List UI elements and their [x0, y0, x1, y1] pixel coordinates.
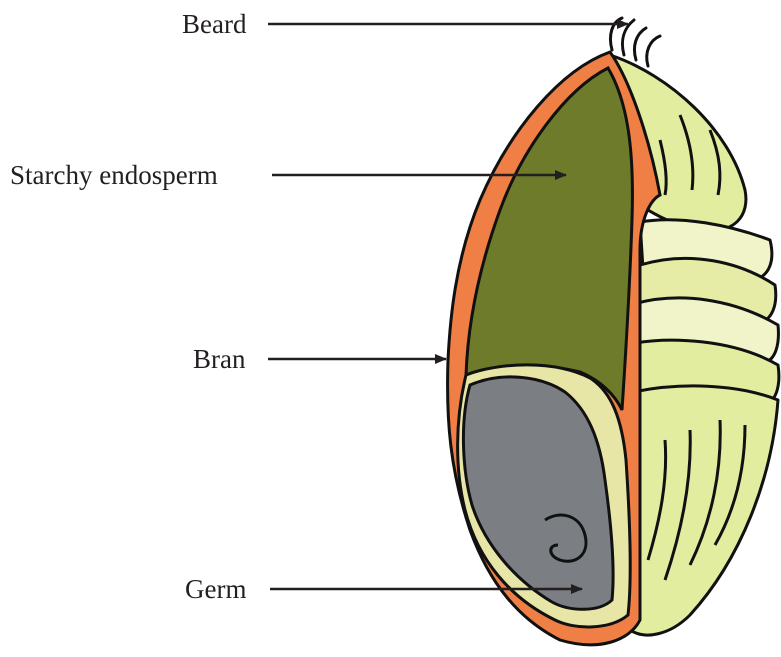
beard-label: Beard	[182, 11, 246, 38]
bran-label: Bran	[193, 346, 245, 373]
endosperm-region	[466, 68, 632, 410]
germ-label: Germ	[185, 576, 246, 603]
starchy-endosperm-label: Starchy endosperm	[10, 162, 218, 189]
